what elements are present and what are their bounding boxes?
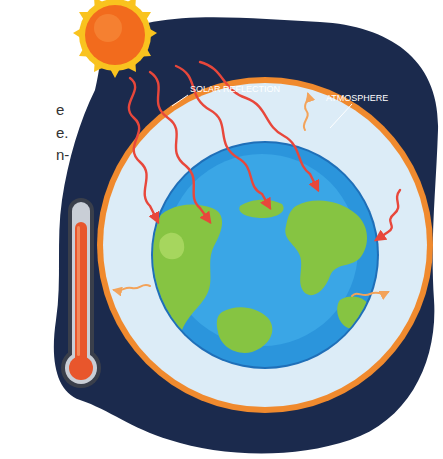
thermometer <box>61 198 101 388</box>
atmosphere-layer <box>103 83 427 407</box>
cut-text: n- <box>56 146 69 163</box>
continents <box>146 200 372 353</box>
background-blob <box>54 17 438 453</box>
sun <box>73 0 157 78</box>
leader-lines <box>172 95 352 128</box>
reflected-rays <box>114 94 388 296</box>
atmosphere-ring <box>97 77 433 413</box>
callout-label: SOLAR REFLECTION <box>190 84 280 94</box>
solar-rays <box>129 62 400 240</box>
cut-text: e <box>56 101 64 118</box>
callout-label: ATMOSPHERE <box>326 93 388 103</box>
cut-text: e. <box>56 124 69 141</box>
